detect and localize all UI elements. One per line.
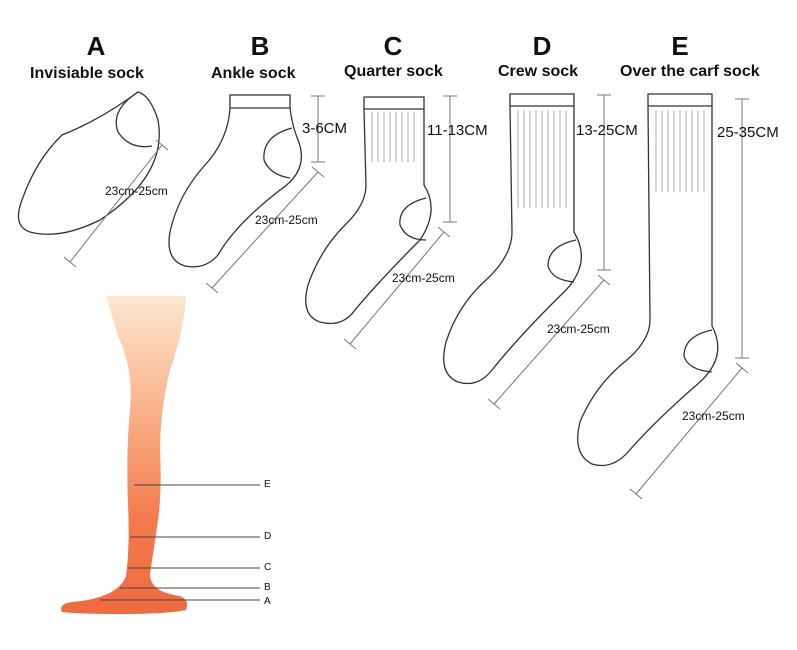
sock-c-outline [305, 96, 432, 325]
sock-c-title: Quarter sock [344, 63, 443, 80]
sock-b-height-label: 3-6CM [302, 120, 348, 137]
sock-d-letter: D [532, 31, 552, 61]
sock-c-letter: C [383, 31, 403, 61]
sock-c-length-label: 23cm-25cm [392, 271, 455, 285]
sock-e-letter: E [671, 31, 689, 61]
sock-a-letter: A [86, 31, 106, 61]
leg-marker-b: B [264, 582, 271, 593]
leg-illustration [61, 296, 188, 614]
sock-d-height-label: 13-25CM [576, 122, 638, 139]
leg-marker-e: E [264, 479, 271, 490]
sock-c-length-bar [343, 226, 451, 350]
sock-b-outline [168, 94, 303, 268]
sock-c-height-bar [443, 95, 457, 223]
sock-e-title: Over the carf sock [620, 63, 760, 80]
sock-b-letter: B [250, 31, 270, 61]
sock-c-height-label: 11-13CM [427, 122, 488, 139]
sock-e-length-label: 23cm-25cm [682, 409, 745, 423]
sock-e-length-bar [629, 362, 749, 500]
sock-b-height-bar [311, 95, 325, 163]
sock-b-length-bar [205, 166, 325, 294]
sock-e-outline [577, 93, 719, 467]
sock-d-length-bar [487, 274, 611, 410]
leg-marker-lines [100, 484, 260, 601]
sock-d-length-label: 23cm-25cm [547, 322, 610, 336]
sock-a-outline [17, 91, 160, 235]
leg-marker-a: A [264, 596, 271, 607]
sock-a-title: Invisiable sock [30, 65, 144, 82]
sock-d-title: Crew sock [498, 63, 579, 80]
sock-b-title: Ankle sock [211, 65, 296, 82]
sock-e-height-bar [735, 98, 749, 359]
leg-marker-d: D [264, 531, 272, 542]
sock-a-length-label: 23cm-25cm [105, 184, 168, 198]
sock-e-ribs [655, 110, 705, 192]
sock-d-ribs [517, 110, 567, 208]
sock-b-length-label: 23cm-25cm [255, 213, 318, 227]
sock-c-ribs [371, 112, 415, 162]
sock-d-outline [443, 93, 582, 385]
sock-e-height-label: 25-35CM [717, 124, 779, 141]
sock-d-height-bar [597, 94, 611, 271]
sock-a-length-bar [63, 139, 169, 268]
leg-marker-c: C [264, 562, 272, 573]
